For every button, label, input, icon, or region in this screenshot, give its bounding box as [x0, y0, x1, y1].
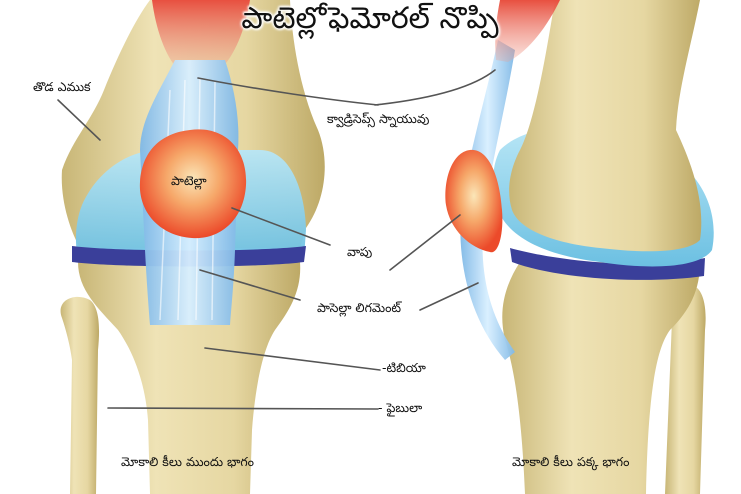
- label-tibia: -టిబియా: [382, 360, 426, 375]
- tibia-bone-side: [502, 262, 700, 494]
- quadriceps-muscle-side: [495, 0, 560, 62]
- label-swelling: వాపు: [347, 244, 373, 259]
- quadriceps-muscle: [152, 0, 250, 70]
- patella-front: [139, 129, 247, 239]
- label-patellar-ligament: పాసెల్లా లిగమెంట్: [317, 300, 402, 315]
- label-fibula: - ఫైబులా: [378, 400, 423, 415]
- meniscus-side: [510, 248, 705, 280]
- caption-side-view: మోకాలి కీలు పక్క భాగం: [512, 454, 630, 469]
- label-patella: పాటెల్లా: [171, 173, 207, 188]
- femur-bone-side: [509, 0, 702, 252]
- caption-front-view: మోకాలి కీలు ముందు భాగం: [121, 454, 255, 469]
- label-quadriceps-tendon: క్వాడ్రిసెప్స్ స్నాయువు: [327, 111, 430, 126]
- fibula-bone-side: [665, 285, 706, 494]
- tendon-side: [460, 40, 515, 360]
- side-view: [445, 0, 714, 494]
- tibia-bone: [78, 262, 301, 494]
- fibula-bone: [60, 296, 100, 494]
- front-view: [60, 0, 325, 494]
- diagram-title: పాటెల్లోఫెమోరల్ నొప్పి: [241, 1, 499, 36]
- label-femur: తొడ ఎముక: [33, 79, 91, 94]
- leader-lines: [57, 69, 496, 410]
- patella-side: [445, 149, 503, 253]
